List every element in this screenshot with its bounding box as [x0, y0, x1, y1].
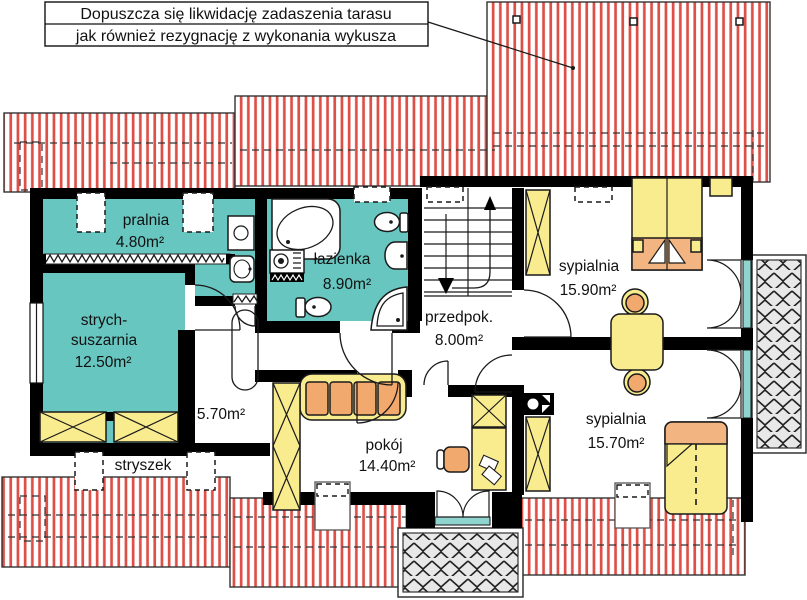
stairs-icon — [424, 188, 512, 297]
french-door-icon — [436, 490, 490, 518]
roof-window-icon — [353, 186, 391, 203]
toilet-icon — [295, 296, 332, 318]
balcony-right — [751, 254, 807, 454]
label-przedpok: przedpok. — [425, 309, 493, 326]
doors — [194, 259, 742, 518]
roof-top-right-terrace — [486, 1, 771, 183]
wardrobe-icon — [272, 382, 301, 511]
shower-icon — [370, 286, 408, 331]
annotation-line2: jak również rezygnację z wykonania wykus… — [75, 28, 396, 45]
furniture — [39, 177, 733, 515]
roof-hatch-icon — [512, 15, 521, 24]
stairs-up-arrow — [484, 196, 496, 210]
wardrobe-icon — [525, 189, 551, 276]
roof-windows — [74, 186, 651, 531]
nightstand-icon — [709, 177, 733, 197]
roof-window-icon — [74, 451, 104, 491]
door-icon — [234, 305, 256, 327]
bathroom-fixtures — [227, 198, 409, 331]
balcony-door-glass-2 — [742, 349, 752, 419]
windows — [29, 259, 752, 526]
door-icon — [523, 289, 572, 338]
wardrobe-icon — [525, 416, 551, 492]
balcony-door-glass-1 — [742, 259, 752, 329]
toilet-icon — [373, 211, 409, 233]
double-bed-icon — [631, 177, 703, 271]
label-korytarz-area: 5.70m² — [197, 406, 245, 423]
label-przedpok-area: 8.00m² — [435, 332, 483, 349]
label-strych-1: strych- — [81, 312, 128, 329]
label-strych-2: suszarnia — [71, 332, 138, 349]
balcony-door-glass-3 — [434, 516, 491, 526]
roof-window-icon — [614, 482, 651, 529]
table-icon — [610, 288, 664, 396]
stairs-down-arrow — [438, 278, 454, 294]
door-icon — [423, 360, 449, 386]
roof-top-middle — [234, 95, 501, 187]
callout-leader-line — [427, 21, 574, 69]
door-icon — [339, 332, 393, 386]
label-pralnia-area: 4.80m² — [116, 234, 164, 251]
wardrobe-icon — [471, 394, 507, 428]
roof-window-icon — [574, 186, 613, 203]
label-sypialnia1-area: 15.90m² — [560, 282, 617, 299]
roof-window-icon — [426, 186, 464, 203]
roof-hatch-icon — [735, 17, 744, 26]
roof-window-icon — [182, 192, 214, 233]
wardrobe-icon — [39, 411, 179, 443]
roof-hatch-icon — [629, 17, 638, 26]
door-icon — [356, 381, 399, 424]
desk-icon — [471, 427, 507, 491]
sofa-bed-icon — [664, 421, 728, 515]
sofa-icon — [299, 373, 407, 421]
roof-window-icon — [314, 481, 351, 531]
washer-dryer-icon — [269, 249, 305, 282]
label-sypialnia2-area: 15.70m² — [588, 435, 645, 452]
bathtub-icon — [271, 198, 341, 260]
balcony-bottom — [397, 527, 524, 598]
kitchenette-icon — [524, 393, 554, 415]
roof-bottom-left — [1, 476, 231, 568]
label-lazienka: łazienka — [314, 251, 371, 268]
roof-window-icon — [76, 192, 106, 233]
label-pokoj-area: 14.40m² — [359, 458, 416, 475]
laundry-sink-icon — [227, 215, 255, 283]
label-sypialnia1: sypialnia — [559, 258, 620, 275]
label-strych-area: 12.50m² — [75, 354, 132, 371]
sink-icon — [384, 241, 408, 270]
label-sypialnia2: sypialnia — [586, 411, 647, 428]
folding-door-icon — [231, 309, 259, 391]
chair-icon — [436, 446, 470, 473]
roof-top-left — [3, 112, 236, 193]
french-door-icon — [706, 259, 742, 329]
french-door-icon — [706, 349, 742, 419]
room-labels: pralnia 4.80m² strych- suszarnia 12.50m²… — [71, 212, 647, 475]
label-stryszek: stryszek — [115, 457, 172, 474]
label-pokoj: pokój — [365, 437, 402, 454]
label-lazienka-area: 8.90m² — [323, 276, 371, 293]
annotation-callout: Dopuszcza się likwidację zadaszenia tara… — [44, 1, 575, 70]
annotation-line1: Dopuszcza się likwidację zadaszenia tara… — [80, 6, 391, 23]
label-pralnia: pralnia — [123, 212, 170, 229]
door-icon — [474, 354, 513, 393]
roof-window-icon — [186, 451, 216, 491]
